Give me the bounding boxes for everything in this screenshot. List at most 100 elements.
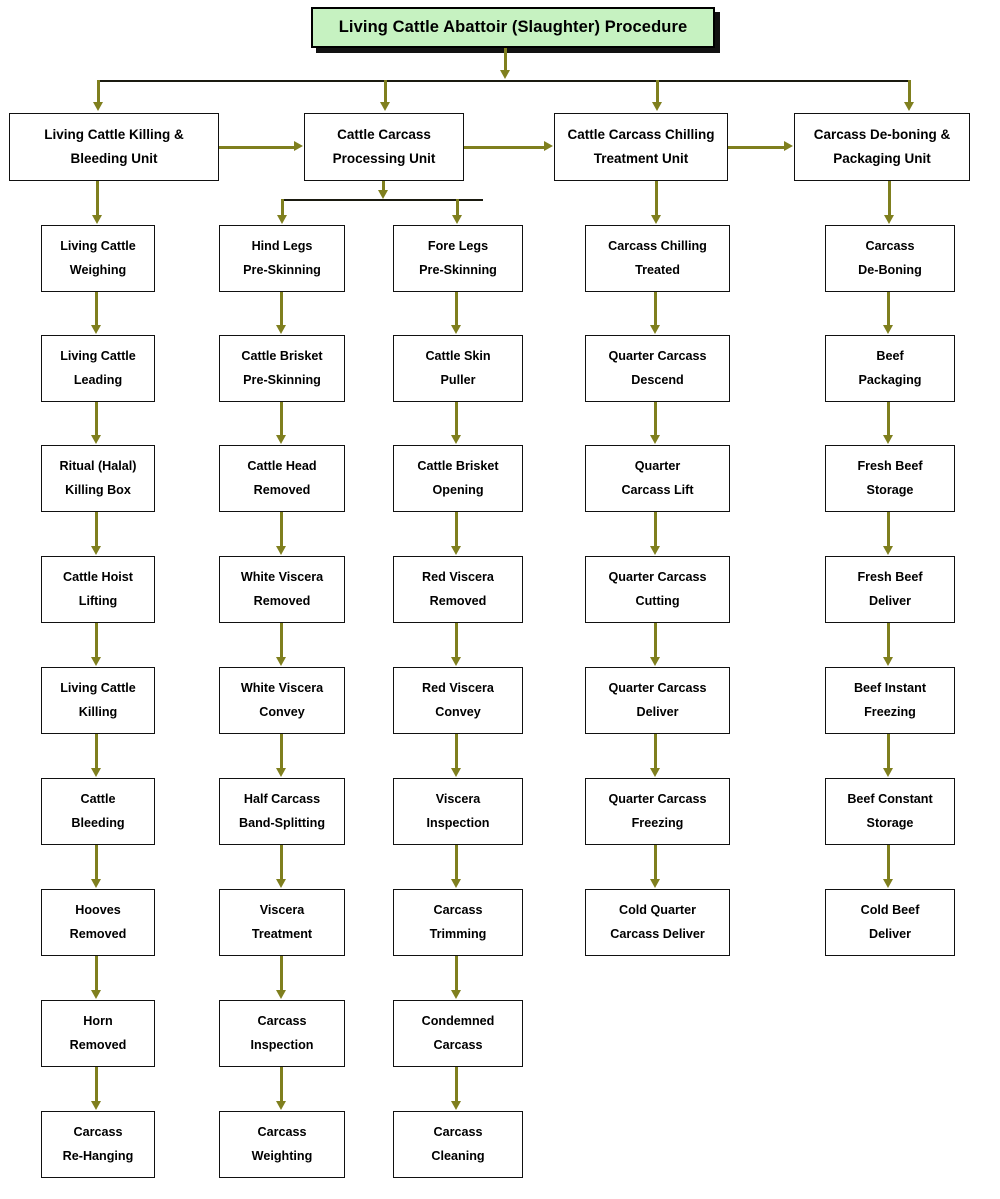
step-line2: Removed <box>253 594 311 608</box>
step-line2: Removed <box>69 927 127 941</box>
step-line1: Red Viscera <box>422 680 494 695</box>
connector-drop-unit-3 <box>656 80 659 104</box>
connector-column-hind-legs-6-to-7 <box>280 956 283 991</box>
step-line1: Carcass Chilling <box>608 238 707 253</box>
step-line1: Carcass <box>73 1124 123 1139</box>
arrow-unit2-to-unit3 <box>544 141 553 151</box>
step-line1: Viscera <box>435 791 481 806</box>
connector-column-fore-legs-2-to-3 <box>455 512 458 547</box>
unit-deboning-packaging-line1: Carcass De-boning & <box>813 126 951 142</box>
connector-column-deboning-1-to-2 <box>887 402 890 436</box>
arrow-column-fore-legs-3-to-4 <box>451 657 461 666</box>
unit-box-chilling-treatment[interactable]: Cattle Carcass Chilling Treatment Unit <box>554 113 728 181</box>
unit-box-killing-bleeding[interactable]: Living Cattle Killing & Bleeding Unit <box>9 113 219 181</box>
step-line2: Treated <box>635 263 680 277</box>
diagram-title: Living Cattle Abattoir (Slaughter) Proce… <box>338 18 688 36</box>
step-line2: Band-Splitting <box>238 816 326 830</box>
connector-column-hind-legs-4-to-5 <box>280 734 283 769</box>
step-line1: Fresh Beef <box>857 569 923 584</box>
arrow-column-hind-legs-0-to-1 <box>276 325 286 334</box>
step-line1: Living Cattle <box>60 348 136 363</box>
diagram-title-box: Living Cattle Abattoir (Slaughter) Proce… <box>311 7 715 48</box>
step-line2: Treatment <box>251 927 313 941</box>
connector-column-deboning-5-to-6 <box>887 845 890 880</box>
connector-column-deboning-0-to-1 <box>887 292 890 326</box>
connector-column-hind-legs-5-to-6 <box>280 845 283 880</box>
step-line2: Removed <box>429 594 487 608</box>
arrow-column-chilling-3-to-4 <box>650 657 660 666</box>
step-line2: Carcass Lift <box>621 483 694 497</box>
connector-title-stem <box>504 48 507 72</box>
step-line2: Convey <box>259 705 305 719</box>
arrow-unit3-to-unit4 <box>784 141 793 151</box>
step-line2: Storage <box>866 816 914 830</box>
arrow-column-killing-bleeding-5-to-6 <box>91 879 101 888</box>
step-line2: Deliver <box>636 705 679 719</box>
connector-column-fore-legs-0-to-1 <box>455 292 458 326</box>
step-line1: Quarter Carcass <box>608 348 707 363</box>
step-line1: Viscera <box>259 902 305 917</box>
connector-column-killing-bleeding-5-to-6 <box>95 845 98 880</box>
step-line2: Packaging <box>858 373 922 387</box>
step-line1: Carcass <box>257 1124 307 1139</box>
unit-box-deboning-packaging[interactable]: Carcass De-boning & Packaging Unit <box>794 113 970 181</box>
step-box-column-killing-bleeding-2[interactable]: Ritual (Halal)Killing Box <box>41 445 155 512</box>
unit-box-carcass-processing[interactable]: Cattle Carcass Processing Unit <box>304 113 464 181</box>
arrow-column-fore-legs-6-to-7 <box>451 990 461 999</box>
step-line2: Bleeding <box>71 816 125 830</box>
step-line1: Beef Constant <box>847 791 933 806</box>
connector-unit2-stem <box>382 181 385 193</box>
step-line2: Pre-Skinning <box>243 263 321 277</box>
unit-carcass-processing-line2: Processing Unit <box>332 151 436 166</box>
connector-column-fore-legs-5-to-6 <box>455 845 458 880</box>
connector-distribution-bar <box>98 80 910 82</box>
arrow-column-fore-legs-7-to-8 <box>451 1101 461 1110</box>
step-line1: Cattle Brisket <box>417 458 499 473</box>
connector-drop-unit-2 <box>384 80 387 104</box>
step-line1: Living Cattle <box>60 238 136 253</box>
step-line1: Quarter Carcass <box>608 791 707 806</box>
connector-column-chilling-4-to-5 <box>654 734 657 769</box>
step-line2: Deliver <box>868 594 911 608</box>
